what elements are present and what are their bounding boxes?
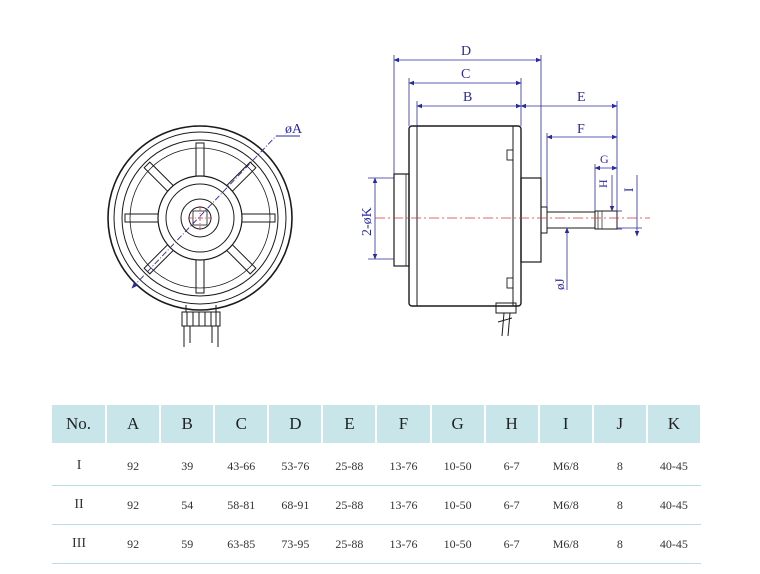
header-cell: D xyxy=(268,405,324,443)
table-cell: 92 xyxy=(106,485,161,525)
table-cell: 25-88 xyxy=(322,447,377,486)
header-cell: B xyxy=(160,405,216,443)
table-cell: 40-45 xyxy=(646,524,701,564)
front-outer-rim xyxy=(107,125,293,311)
table-cell: 6-7 xyxy=(484,447,539,486)
table-cell: 54 xyxy=(160,485,215,525)
table-cell: M6/8 xyxy=(538,485,593,525)
table-cell: 58-81 xyxy=(214,485,269,525)
header-cell: F xyxy=(376,405,432,443)
table-cell: 92 xyxy=(106,447,161,486)
side-motor-body xyxy=(408,125,522,307)
side-left-flange xyxy=(393,173,410,267)
table-cell: M6/8 xyxy=(538,447,593,486)
header-cell: A xyxy=(106,405,162,443)
front-rib-ring xyxy=(129,147,271,289)
table-row: III 92 59 63-85 73-95 25-88 13-76 10-50 … xyxy=(52,524,701,564)
side-right-cap xyxy=(520,177,542,263)
table-cell: 25-88 xyxy=(322,524,377,564)
table-cell: 10-50 xyxy=(430,447,485,486)
table-cell: 10-50 xyxy=(430,524,485,564)
table-cell: 92 xyxy=(106,524,161,564)
table-cell: 68-91 xyxy=(268,485,323,525)
table-cell: 39 xyxy=(160,447,215,486)
header-cell: J xyxy=(592,405,648,443)
table-cell: 59 xyxy=(160,524,215,564)
dim-g-label: G xyxy=(600,152,609,166)
dia-a-label: øA xyxy=(285,122,303,137)
table-cell: I xyxy=(52,447,107,486)
table-cell: 8 xyxy=(592,447,647,486)
front-second-rim xyxy=(113,131,287,305)
side-view xyxy=(375,125,650,337)
table-cell: II xyxy=(52,485,107,525)
dim-i-label: I xyxy=(621,188,636,192)
dim-h-label: H xyxy=(596,179,610,188)
dia-a-leader xyxy=(131,135,277,289)
front-hub-inner xyxy=(180,198,220,238)
table-cell: M6/8 xyxy=(538,524,593,564)
table-cell: III xyxy=(52,524,107,564)
header-cell: K xyxy=(646,405,703,443)
dim-k-label: 2-øK xyxy=(360,207,375,236)
table-cell: 6-7 xyxy=(484,524,539,564)
front-connector xyxy=(181,305,221,347)
header-cell: E xyxy=(322,405,378,443)
front-hub-mid xyxy=(165,183,235,253)
side-cable xyxy=(495,302,517,337)
table-cell: 40-45 xyxy=(646,485,701,525)
table-cell: 13-76 xyxy=(376,524,431,564)
table-row: II 92 54 58-81 68-91 25-88 13-76 10-50 6… xyxy=(52,485,701,525)
header-cell: H xyxy=(484,405,540,443)
table-cell: 8 xyxy=(592,524,647,564)
side-shaft xyxy=(546,211,596,229)
table-cell: 13-76 xyxy=(376,485,431,525)
header-cell: I xyxy=(538,405,594,443)
side-shaft-collar xyxy=(540,206,548,234)
table-cell: 13-76 xyxy=(376,447,431,486)
dim-b-label: B xyxy=(463,90,472,105)
table-cell: 25-88 xyxy=(322,485,377,525)
dim-d-label: D xyxy=(461,44,471,59)
table-row: I 92 39 43-66 53-76 25-88 13-76 10-50 6-… xyxy=(52,447,701,486)
header-cell: C xyxy=(214,405,270,443)
table-cell: 43-66 xyxy=(214,447,269,486)
spec-table: No. A B C D E F G H I J K I 92 39 43-66 … xyxy=(52,405,703,564)
table-cell: 53-76 xyxy=(268,447,323,486)
table-cell: 10-50 xyxy=(430,485,485,525)
dim-f-label: F xyxy=(577,122,585,137)
front-inner-rim xyxy=(121,139,279,297)
table-cell: 6-7 xyxy=(484,485,539,525)
table-cell: 40-45 xyxy=(646,447,701,486)
table-cell: 73-95 xyxy=(268,524,323,564)
table-header-row: No. A B C D E F G H I J K xyxy=(52,405,703,443)
dim-e-label: E xyxy=(577,90,586,105)
header-cell: G xyxy=(430,405,486,443)
table-cell: 63-85 xyxy=(214,524,269,564)
front-view: øA xyxy=(107,122,303,347)
table-cell: 8 xyxy=(592,485,647,525)
dimensions xyxy=(368,55,642,290)
dim-c-label: C xyxy=(461,67,470,82)
dim-j-label: øJ xyxy=(552,278,567,290)
side-shaft-thread xyxy=(594,210,618,230)
header-cell: No. xyxy=(52,405,108,443)
motor-technical-drawing: øA xyxy=(107,44,650,347)
